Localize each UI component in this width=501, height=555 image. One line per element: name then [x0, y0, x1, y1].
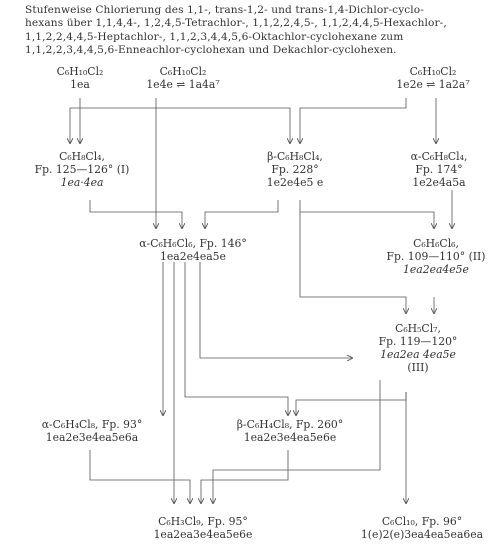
- formula: C₆H₁₀Cl₂: [56, 65, 104, 78]
- arrow-okta-alpha-to-ennea: [89, 450, 190, 503]
- formula: C₆H₃Cl₉, Fp. 95°: [158, 515, 248, 528]
- formula: C₆H₆Cl₆,: [413, 237, 459, 250]
- melting-point: Fp. 228°: [271, 163, 319, 176]
- arrow-heptaIII-to-okta-beta: [296, 392, 407, 415]
- arrow-heptaIII-to-ennea: [213, 380, 381, 503]
- node-deka: C₆Cl₁₀, Fp. 96° 1(e)2(e)3ea4ea5ea6ea: [346, 515, 498, 541]
- node-tetra-I: C₆H₈Cl₄, Fp. 125—126° (I) 1ea·4ea: [12, 150, 152, 189]
- formula: C₆H₁₀Cl₂: [159, 65, 207, 78]
- formula: β-C₆H₄Cl₈, Fp. 260°: [236, 418, 344, 431]
- node-hexa-II: C₆H₆Cl₆, Fp. 109—110° (II) 1ea2ea4e5e: [374, 237, 498, 276]
- node-okta-beta: β-C₆H₄Cl₈, Fp. 260° 1ea2e3e4ea5e6e: [220, 418, 360, 444]
- formula: C₆H₈Cl₄,: [59, 150, 105, 163]
- formula: α-C₆H₄Cl₈, Fp. 93°: [41, 418, 143, 431]
- configuration: 1e2e4a5a: [412, 176, 466, 189]
- formula: C₆H₁₀Cl₂: [409, 65, 457, 78]
- node-hepta-III: C₆H₅Cl₇, Fp. 119—120° 1ea2ea 4ea5e (III): [356, 322, 480, 374]
- node-tetra-beta: β-C₆H₈Cl₄, Fp. 228° 1e2e4e5 e: [240, 150, 350, 189]
- configuration: 1e2e ⇌ 1a2a⁷: [396, 78, 470, 91]
- node-okta-alpha: α-C₆H₄Cl₈, Fp. 93° 1ea2e3e4ea5e6a: [22, 418, 162, 444]
- node-hexa-alpha: α-C₆H₆Cl₆, Fp. 146° 1ea2e4ea5e: [118, 237, 268, 263]
- node-ennea: C₆H₃Cl₉, Fp. 95° 1ea2ea3e4ea5e6e: [128, 515, 278, 541]
- node-dichlor-11: C₆H₁₀Cl₂ 1ea: [42, 65, 118, 91]
- melting-point: Fp. 125—126° (I): [34, 163, 130, 176]
- configuration: 1ea2e3e4ea5e6a: [45, 431, 139, 444]
- arrow-tetra-beta-to-heptaIII: [299, 212, 406, 313]
- arrow-hexa-alpha-to-heptaIII: [199, 262, 352, 358]
- configuration: 1ea2ea3e4ea5e6e: [153, 528, 253, 541]
- arrow-dichlor12-to-tetra-beta: [156, 107, 290, 143]
- node-dichlor-14: C₆H₁₀Cl₂ 1e2e ⇌ 1a2a⁷: [378, 65, 488, 91]
- configuration: 1e2e4e5 e: [266, 176, 324, 189]
- arrow-dichlor14-to-tetra-beta: [300, 98, 407, 143]
- formula: α-C₆H₈Cl₄,: [410, 150, 468, 163]
- arrow-okta-beta-to-ennea: [201, 450, 289, 503]
- configuration: 1(e)2(e)3ea4ea5ea6ea: [360, 528, 484, 541]
- melting-point: Fp. 174°: [415, 163, 463, 176]
- formula: C₆Cl₁₀, Fp. 96°: [381, 515, 463, 528]
- node-dichlor-12: C₆H₁₀Cl₂ 1e4e ⇌ 1a4a⁷: [128, 65, 238, 91]
- caption: Stufenweise Chlorierung des 1,1-, trans-…: [25, 4, 485, 57]
- compound-number: (III): [407, 361, 429, 374]
- caption-line: Stufenweise Chlorierung des 1,1-, trans-…: [25, 4, 424, 16]
- arrow-tetra-beta-to-hexaII: [299, 200, 434, 228]
- arrow-hexa-alpha-to-okta-beta: [184, 262, 288, 415]
- formula: C₆H₅Cl₇,: [395, 322, 441, 335]
- formula: α-C₆H₆Cl₆, Fp. 146°: [139, 237, 247, 250]
- configuration: 1ea2ea4e5e: [403, 263, 469, 276]
- caption-line: hexans über 1,1,4,4-, 1,2,4,5-Tetrachlor…: [25, 17, 447, 30]
- configuration: 1e4e ⇌ 1a4a⁷: [146, 78, 220, 91]
- formula: β-C₆H₈Cl₄,: [267, 150, 323, 163]
- configuration: 1ea·4ea: [60, 176, 104, 189]
- node-tetra-alpha: α-C₆H₈Cl₄, Fp. 174° 1e2e4a5a: [384, 150, 494, 189]
- configuration: 1ea2ea 4ea5e: [380, 348, 456, 361]
- caption-line: 1,1,2,2,4,4,5-Heptachlor-, 1,1,2,3,4,4,5…: [25, 30, 404, 43]
- melting-point: Fp. 109—110° (II): [386, 250, 486, 263]
- melting-point: Fp. 119—120°: [378, 335, 458, 348]
- arrow-dichlor12-to-tetraI: [70, 98, 157, 143]
- caption-line: 1,1,2,2,3,4,4,5,6-Enneachlor-cyclohexan …: [25, 43, 397, 56]
- configuration: 1ea2e3e4ea5e6e: [243, 431, 337, 444]
- arrow-tetra-beta-to-hexa-alpha: [205, 200, 279, 228]
- configuration: 1ea: [70, 78, 90, 91]
- configuration: 1ea2e4ea5e: [160, 250, 226, 263]
- arrow-tetraI-to-hexa-alpha: [89, 200, 182, 228]
